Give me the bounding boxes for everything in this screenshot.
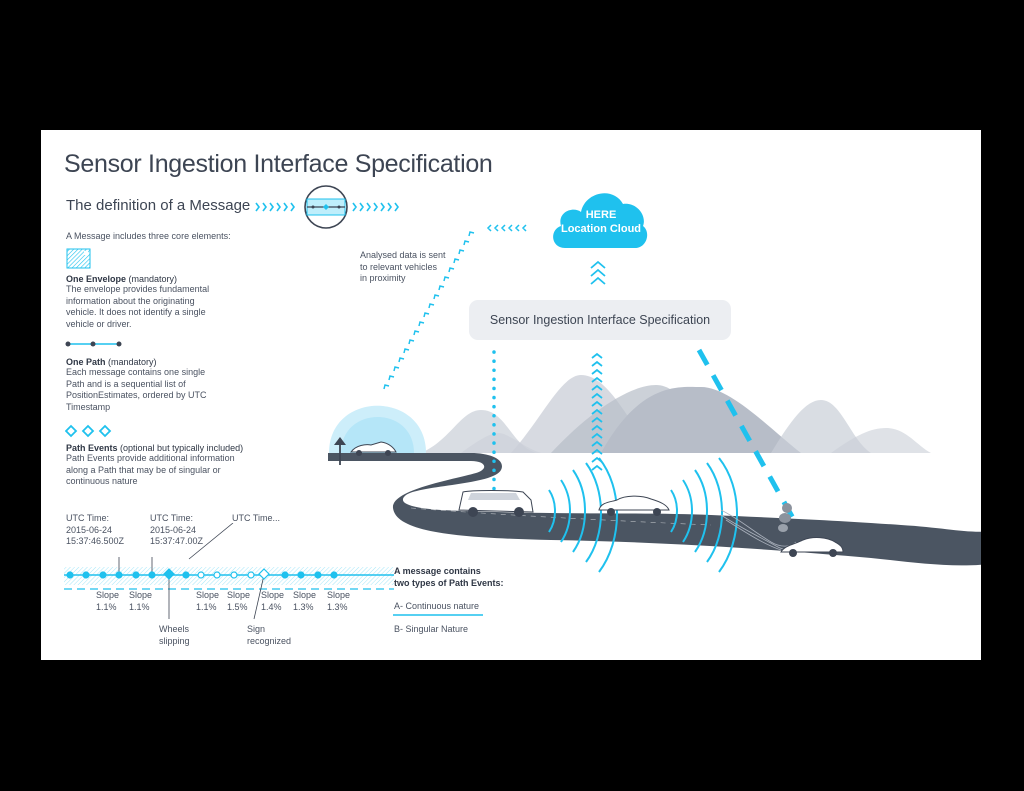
road-scene [328, 224, 981, 573]
crashed-car-icon [778, 503, 844, 557]
intro-text: A Message includes three core elements: [66, 231, 231, 241]
path-line: Each message contains one single [66, 367, 206, 377]
path-events-line: along a Path that may be of singular or [66, 464, 221, 475]
utc-label-3: UTC Time... [232, 513, 281, 523]
path-line: PositionEstimates, ordered by UTC [66, 390, 207, 400]
continuous-line [393, 614, 483, 616]
convertible-car-icon [350, 441, 397, 456]
path-events-section: Path Events (optional but typically incl… [66, 443, 243, 488]
continuous-nature-label: A- Continuous nature [394, 601, 480, 611]
path-events-qualifier: (optional but typically included) [117, 443, 244, 453]
page-subtitle: The definition of a Message [66, 197, 251, 214]
path-line: Path and is a sequential list of [66, 378, 186, 389]
envelope-section: One Envelope (mandatory) The envelope pr… [66, 274, 209, 330]
path-events-line: continuous nature [66, 476, 138, 486]
page-title: Sensor Ingestion Interface Specification [64, 150, 493, 178]
envelope-line: vehicle or driver. [66, 318, 132, 329]
specification-box: Sensor Ingestion Interface Specification [469, 300, 731, 340]
sedan-car-icon [598, 495, 670, 516]
path-qualifier: (mandatory) [105, 357, 157, 367]
message-envelope-icon [304, 185, 348, 229]
slide: Sensor Ingestion Interface Specification… [41, 130, 981, 660]
path-section: One Path (mandatory) Each message contai… [66, 357, 207, 413]
path-line: Timestamp [66, 401, 111, 412]
suv-car-icon [458, 490, 534, 517]
cloud-icon [553, 193, 648, 248]
singular-nature-label: B- Singular Nature [394, 624, 469, 634]
path-events-icon [65, 424, 112, 438]
path-events-line: Path Events provide additional informati… [66, 453, 235, 463]
envelope-line: vehicle. It does not identify a single [66, 307, 206, 317]
envelope-icon [66, 248, 91, 269]
path-title: One Path [66, 357, 106, 367]
message-chevrons-graphic [255, 185, 399, 229]
path-timeline [64, 523, 394, 620]
envelope-line: The envelope provides fundamental [66, 284, 210, 294]
mountains [421, 375, 931, 453]
sign-icon [334, 437, 346, 465]
path-icon [65, 341, 122, 347]
envelope-title: One Envelope [66, 274, 127, 284]
path-events-title: Path Events [66, 443, 118, 453]
envelope-qualifier: (mandatory) [126, 274, 178, 284]
envelope-line: information about the originating [66, 295, 195, 306]
